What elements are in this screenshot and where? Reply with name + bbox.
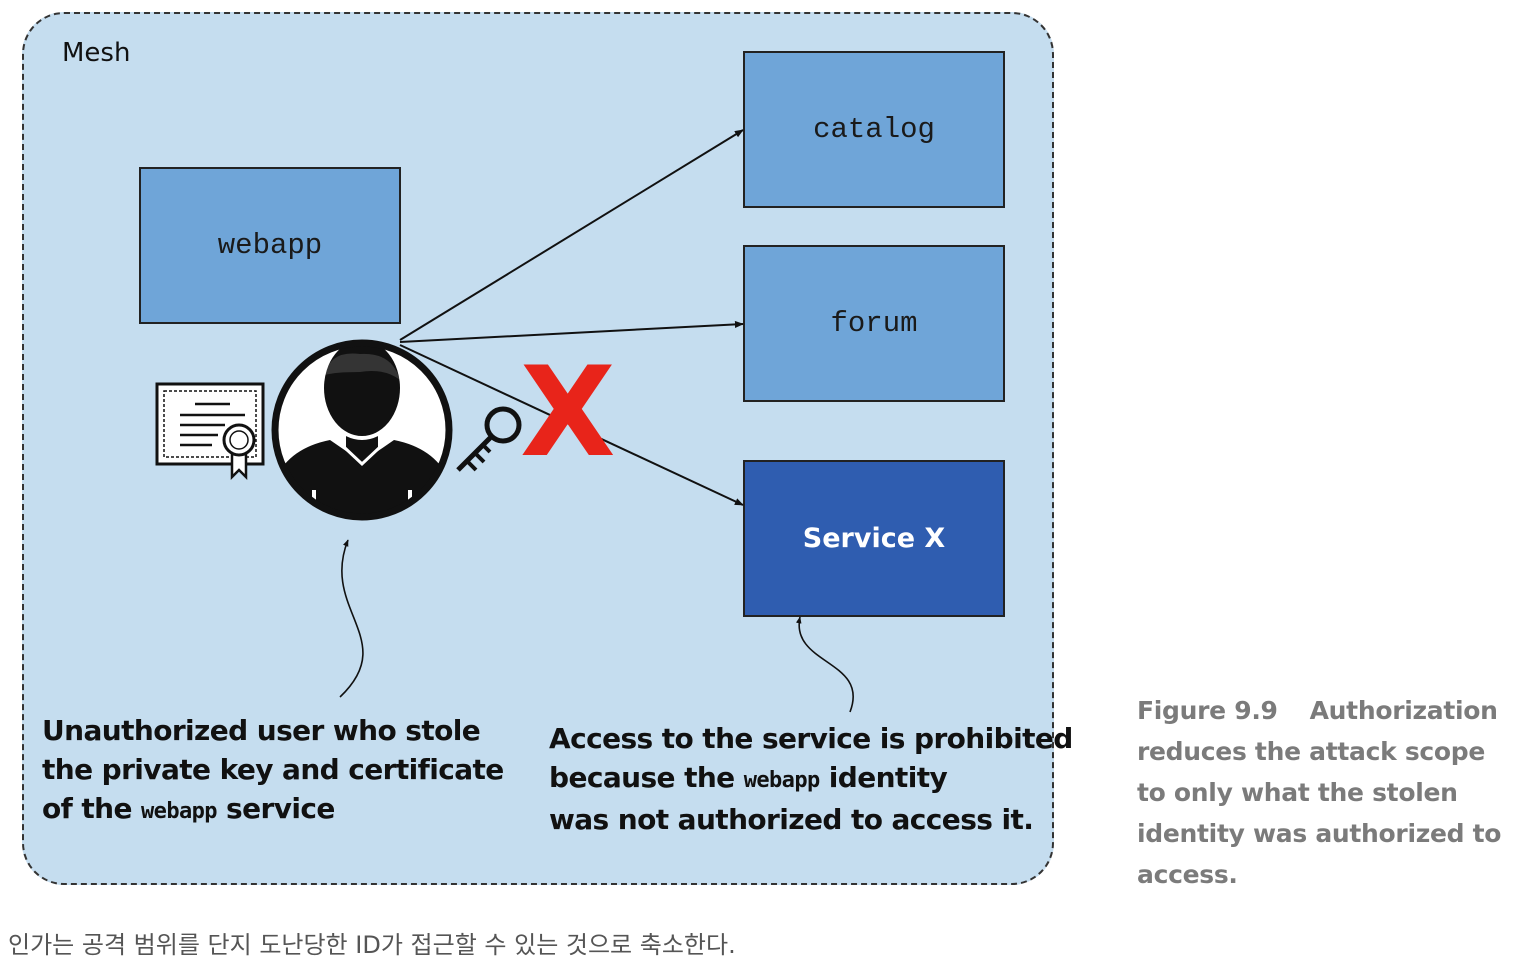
denied-note-line: was not authorized to access it. [549, 803, 1034, 836]
attacker-note-line: of the webapp service [42, 792, 335, 825]
caption-text: Authorization [1309, 696, 1498, 725]
figure-label: Figure 9.9 [1137, 696, 1278, 725]
attacker-note-line: the private key and certificate [42, 753, 504, 786]
webapp-code: webapp [743, 768, 820, 793]
caption-text: reduces the attack scope [1137, 737, 1486, 766]
arrow-to-forum [399, 320, 744, 343]
denied-callout-pointer [795, 616, 854, 713]
catalog-node-label: catalog [813, 113, 935, 146]
mesh-label: Mesh [62, 38, 131, 68]
key-icon [456, 406, 522, 472]
denied-note-line: Access to the service is prohibited [549, 722, 1073, 755]
access-denied-mark: X [520, 341, 616, 485]
forum-node: forum [743, 245, 1005, 402]
service-x-node: Service X [743, 460, 1005, 617]
arrow-to-catalog [399, 129, 744, 341]
arrow-to-service-x [399, 344, 744, 506]
certificate-icon [155, 382, 265, 481]
korean-subtitle: 인가는 공격 범위를 단지 도난당한 ID가 접근할 수 있는 것으로 축소한다… [8, 931, 736, 959]
figure-caption: Figure 9.9 Authorization reduces the atta… [1137, 690, 1527, 895]
attacker-note: Unauthorized user who stole the private … [42, 711, 504, 831]
webapp-code: webapp [141, 799, 217, 824]
catalog-node: catalog [743, 51, 1005, 208]
user-icon [271, 339, 453, 521]
attacker-note-line: Unauthorized user who stole [42, 714, 481, 747]
caption-text: access. [1137, 860, 1238, 889]
webapp-node: webapp [139, 167, 401, 324]
attacker-callout-pointer [339, 539, 364, 698]
caption-text: identity was authorized to [1137, 819, 1502, 848]
forum-node-label: forum [830, 307, 918, 340]
denied-note-line: because the webapp identity [549, 761, 948, 794]
webapp-node-label: webapp [217, 229, 323, 262]
caption-text: to only what the stolen [1137, 778, 1458, 807]
service-x-node-label: Service X [802, 523, 946, 554]
denied-note: Access to the service is prohibited beca… [549, 719, 1073, 839]
